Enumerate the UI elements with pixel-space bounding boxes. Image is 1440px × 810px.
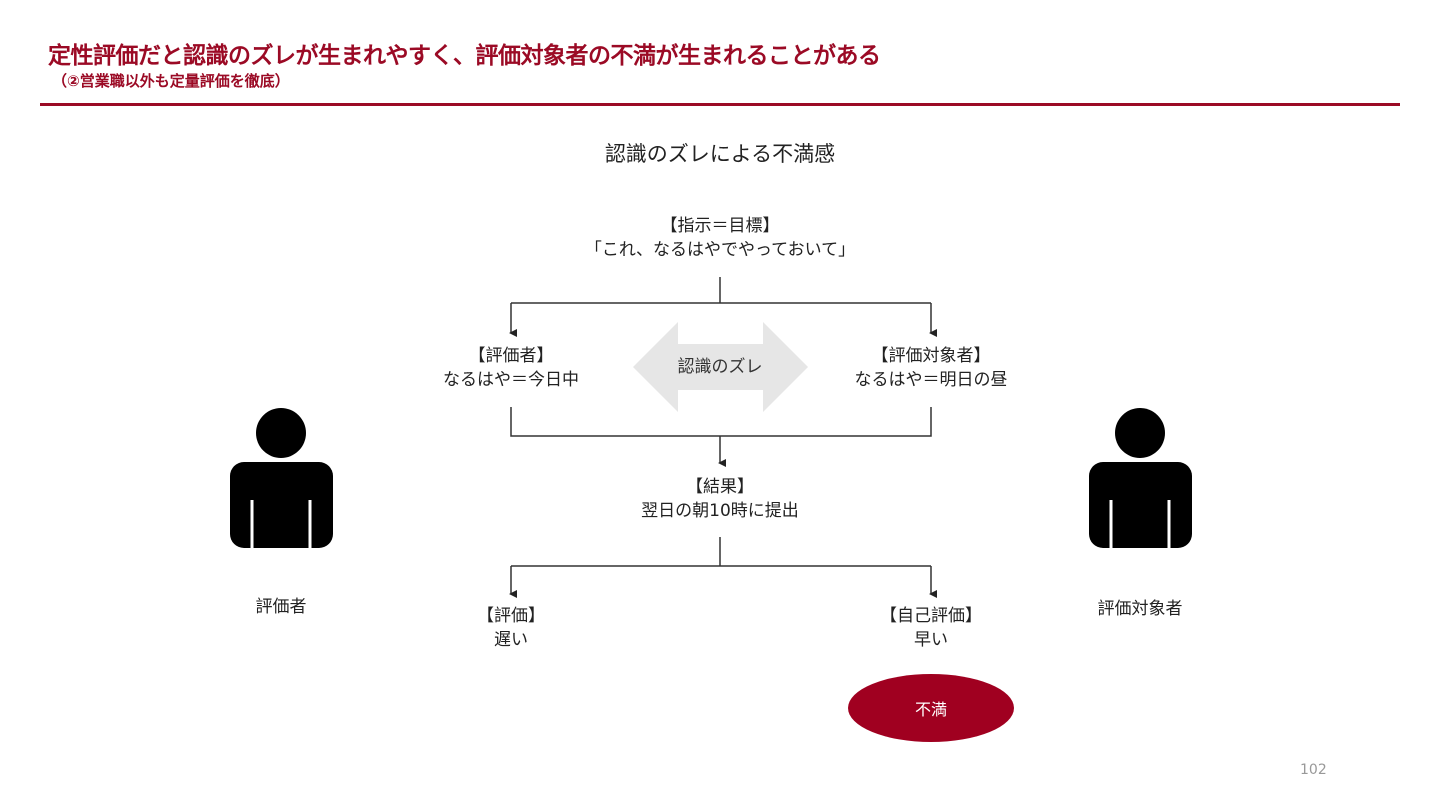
evaluator-label: 【評価者】 (468, 346, 554, 366)
result-label: 【結果】 (685, 477, 754, 497)
evaluator-text: なるはや＝今日中 (443, 370, 579, 390)
self-evaluation-label: 【自己評価】 (880, 606, 982, 626)
diagram-heading: 認識のズレによる不満感 (604, 142, 836, 166)
instruction-label: 【指示＝目標】 (660, 216, 780, 236)
slide-title: 定性評価だと認識のズレが生まれやすく、評価対象者の不満が生まれることがある (48, 43, 881, 69)
evaluatee-block: 【評価対象者】 なるはや＝明日の昼 (855, 344, 1008, 392)
self-evaluation-block: 【自己評価】 早い (880, 604, 982, 652)
instruction-block: 【指示＝目標】 「これ、なるはやでやっておいて」 (585, 214, 855, 262)
self-evaluation-text: 早い (914, 630, 948, 650)
evaluatee-label: 【評価対象者】 (871, 346, 991, 366)
slide-subtitle: （②営業職以外も定量評価を徹底） (52, 72, 290, 90)
title-divider (40, 103, 1400, 106)
gap-label: 認識のズレ (677, 357, 763, 377)
result-text: 翌日の朝10時に提出 (641, 501, 799, 521)
evaluation-block: 【評価】 遅い (477, 604, 545, 652)
result-block: 【結果】 翌日の朝10時に提出 (641, 475, 799, 523)
dissatisfaction-badge: 不満 (848, 674, 1014, 742)
person-icon-left (230, 408, 333, 548)
person-label-right: 評価対象者 (1097, 599, 1183, 619)
evaluation-text: 遅い (494, 630, 528, 650)
instruction-text: 「これ、なるはやでやっておいて」 (584, 240, 856, 260)
evaluation-label: 【評価】 (477, 606, 545, 626)
page-number: 102 (1300, 762, 1327, 778)
evaluatee-text: なるはや＝明日の昼 (854, 370, 1008, 390)
person-label-left: 評価者 (255, 597, 307, 617)
person-icon-right (1089, 408, 1192, 548)
evaluator-block: 【評価者】 なるはや＝今日中 (443, 344, 579, 392)
double-arrow-icon (633, 322, 808, 412)
